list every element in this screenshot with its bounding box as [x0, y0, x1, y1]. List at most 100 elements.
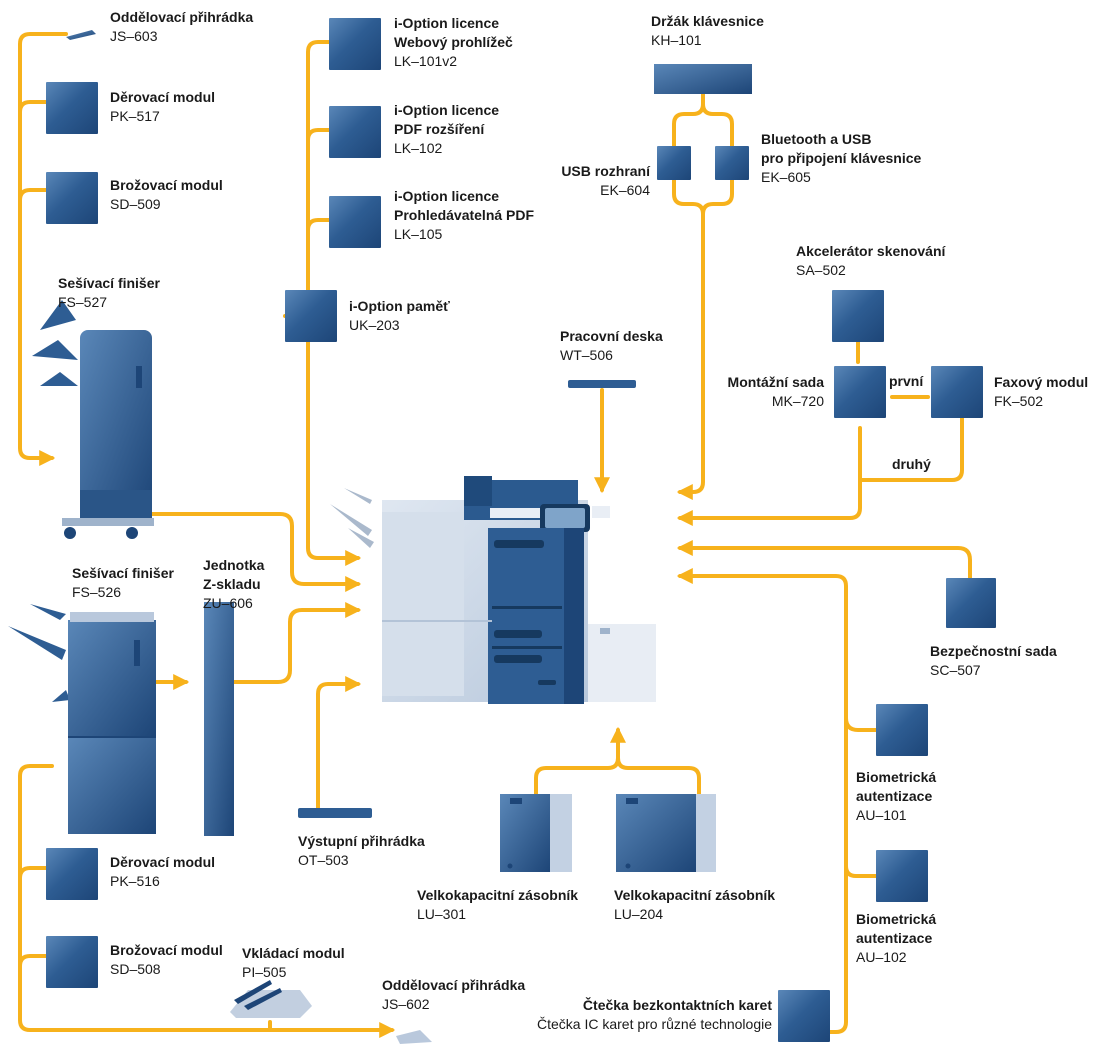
lu204-code: LU–204	[614, 906, 664, 922]
sd509-code: SD–509	[110, 196, 161, 212]
lk102-label: i-Option licence PDF rozšíření LK–102	[394, 101, 499, 158]
wt506-code: WT–506	[560, 347, 613, 363]
pk516-module[interactable]	[46, 848, 98, 900]
pk516-code: PK–516	[110, 873, 160, 889]
fk502-code: FK–502	[994, 393, 1044, 409]
mk720-module[interactable]	[834, 366, 886, 418]
sd508-label: Brožovací modul SD–508	[110, 941, 223, 979]
sc507-module[interactable]	[946, 578, 996, 628]
ot503-title: Výstupní přihrádka	[298, 833, 425, 849]
au101-title-1: Biometrická	[856, 769, 937, 785]
lk105-title-1: i-Option licence	[394, 188, 500, 204]
lk105-module[interactable]	[329, 196, 381, 248]
ek604-code: EK–604	[600, 182, 650, 198]
ek604-label: USB rozhraní EK–604	[540, 162, 650, 200]
sa502-title: Akcelerátor skenování	[796, 243, 946, 259]
pi505-inserter-drawing	[230, 980, 312, 1018]
mfp-main-unit-drawing	[330, 476, 656, 704]
au101-module[interactable]	[876, 704, 928, 756]
ot503-code: OT–503	[298, 852, 349, 868]
lk105-code: LK–105	[394, 226, 443, 242]
ek605-label: Bluetooth a USB pro připojení klávesnice…	[761, 130, 921, 187]
au102-label: Biometrická autentizace AU–102	[856, 910, 936, 967]
kh101-code: KH–101	[651, 32, 702, 48]
fs526-finisher-drawing	[8, 604, 156, 834]
sd509-title: Brožovací modul	[110, 177, 223, 193]
js603-tray-drawing	[66, 30, 96, 40]
lk101-module[interactable]	[329, 18, 381, 70]
fk502-module[interactable]	[931, 366, 983, 418]
ek605-module[interactable]	[715, 146, 749, 180]
ot503-tray-drawing	[298, 808, 372, 818]
zu606-title-1: Jednotka	[203, 557, 265, 573]
sc507-label: Bezpečnostní sada SC–507	[930, 642, 1057, 680]
lk102-code: LK–102	[394, 140, 443, 156]
ek605-title-2: pro připojení klávesnice	[761, 150, 922, 166]
sd508-module[interactable]	[46, 936, 98, 988]
mk720-code: MK–720	[771, 393, 824, 409]
lk101-code: LK–101v2	[394, 53, 458, 69]
kh101-holder-drawing	[654, 64, 752, 94]
ek605-code: EK–605	[761, 169, 811, 185]
pi505-label: Vkládací modul PI–505	[242, 944, 345, 982]
lk101-title-2: Webový prohlížeč	[394, 34, 513, 50]
au101-title-2: autentizace	[856, 788, 933, 804]
lk105-title-2: Prohledávatelná PDF	[394, 207, 535, 223]
lu301-code: LU–301	[417, 906, 467, 922]
au102-title-1: Biometrická	[856, 911, 937, 927]
sd509-label: Brožovací modul SD–509	[110, 176, 223, 214]
fs526-label: Sešívací finišer FS–526	[72, 564, 174, 602]
first-connection-tag: první	[889, 373, 924, 389]
lk102-title-1: i-Option licence	[394, 102, 500, 118]
pi505-title: Vkládací modul	[242, 945, 345, 961]
pk516-title: Děrovací modul	[110, 854, 216, 870]
pk516-label: Děrovací modul PK–516	[110, 853, 215, 891]
ic-reader-module[interactable]	[778, 990, 830, 1042]
au102-module[interactable]	[876, 850, 928, 902]
sa502-module[interactable]	[832, 290, 884, 342]
sc507-code: SC–507	[930, 662, 981, 678]
sa502-code: SA–502	[796, 262, 846, 278]
au102-title-2: autentizace	[856, 930, 933, 946]
kh101-title: Držák klávesnice	[651, 13, 764, 29]
js603-label: Oddělovací přihrádka JS–603	[110, 8, 253, 46]
zu606-unit-drawing	[204, 602, 234, 836]
ek604-module[interactable]	[657, 146, 691, 180]
fs527-label: Sešívací finišer FS–527	[58, 274, 160, 312]
uk203-code: UK–203	[349, 317, 400, 333]
mk720-title: Montážní sada	[727, 374, 824, 390]
au102-code: AU–102	[856, 949, 907, 965]
mk720-label: Montážní sada MK–720	[700, 373, 824, 411]
fk502-label: Faxový modul FK–502	[994, 373, 1088, 411]
pk517-title: Děrovací modul	[110, 89, 216, 105]
pk517-module[interactable]	[46, 82, 98, 134]
fs527-finisher-drawing	[32, 300, 154, 539]
js602-code: JS–602	[382, 996, 430, 1012]
fs527-title: Sešívací finišer	[58, 275, 160, 291]
au101-code: AU–101	[856, 807, 907, 823]
ek604-title: USB rozhraní	[561, 163, 650, 179]
uk203-title: i-Option paměť	[349, 298, 450, 314]
ot503-label: Výstupní přihrádka OT–503	[298, 832, 425, 870]
fs526-code: FS–526	[72, 584, 122, 600]
lk102-module[interactable]	[329, 106, 381, 158]
pi505-code: PI–505	[242, 964, 287, 980]
wt506-desk-drawing	[568, 380, 636, 388]
pk517-label: Děrovací modul PK–517	[110, 88, 215, 126]
sa502-label: Akcelerátor skenování SA–502	[796, 242, 945, 280]
fk502-title: Faxový modul	[994, 374, 1089, 390]
lu204-tray-drawing	[616, 794, 716, 872]
sd508-code: SD–508	[110, 961, 161, 977]
js603-title: Oddělovací přihrádka	[110, 9, 254, 25]
zu606-title-2: Z-skladu	[203, 576, 261, 592]
second-connection-tag: druhý	[892, 456, 931, 472]
wt506-label: Pracovní deska WT–506	[560, 327, 663, 365]
js602-title: Oddělovací přihrádka	[382, 977, 526, 993]
uk203-module[interactable]	[285, 290, 337, 342]
pk517-code: PK–517	[110, 108, 160, 124]
lu301-title: Velkokapacitní zásobník	[417, 887, 579, 903]
ic-reader-label: Čtečka bezkontaktních karet Čtečka IC ka…	[470, 996, 772, 1034]
sd509-module[interactable]	[46, 172, 98, 224]
zu606-label: Jednotka Z-skladu ZU–606	[203, 556, 264, 613]
sc507-title: Bezpečnostní sada	[930, 643, 1057, 659]
